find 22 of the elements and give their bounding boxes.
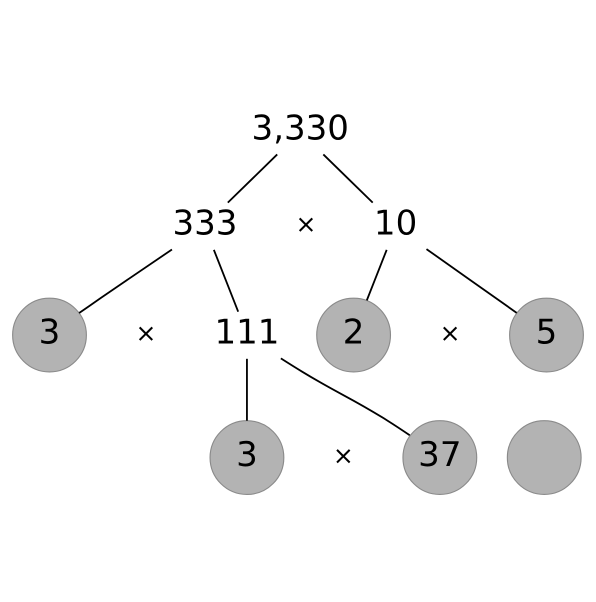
node-circle: 5 — [509, 298, 584, 372]
node-text: 10 — [374, 204, 418, 244]
connector — [322, 154, 374, 204]
label: × — [440, 318, 461, 348]
label: × — [295, 209, 316, 238]
node-circle — [506, 420, 582, 496]
label: × — [135, 318, 156, 348]
label: × — [332, 440, 354, 470]
connector — [280, 358, 410, 436]
node-circle: 3 — [210, 420, 284, 496]
connector — [227, 154, 278, 204]
connector — [426, 248, 518, 314]
connector — [213, 250, 240, 312]
connector — [78, 248, 172, 314]
node-text: 333 — [172, 204, 238, 244]
node-circle: 3 — [12, 298, 87, 372]
node-text: 111 — [214, 312, 280, 353]
connector — [366, 250, 388, 301]
connector — [246, 358, 248, 421]
node-circle: 2 — [316, 298, 392, 372]
node-circle: 37 — [402, 420, 478, 496]
node-text: 3,330 — [252, 108, 349, 148]
